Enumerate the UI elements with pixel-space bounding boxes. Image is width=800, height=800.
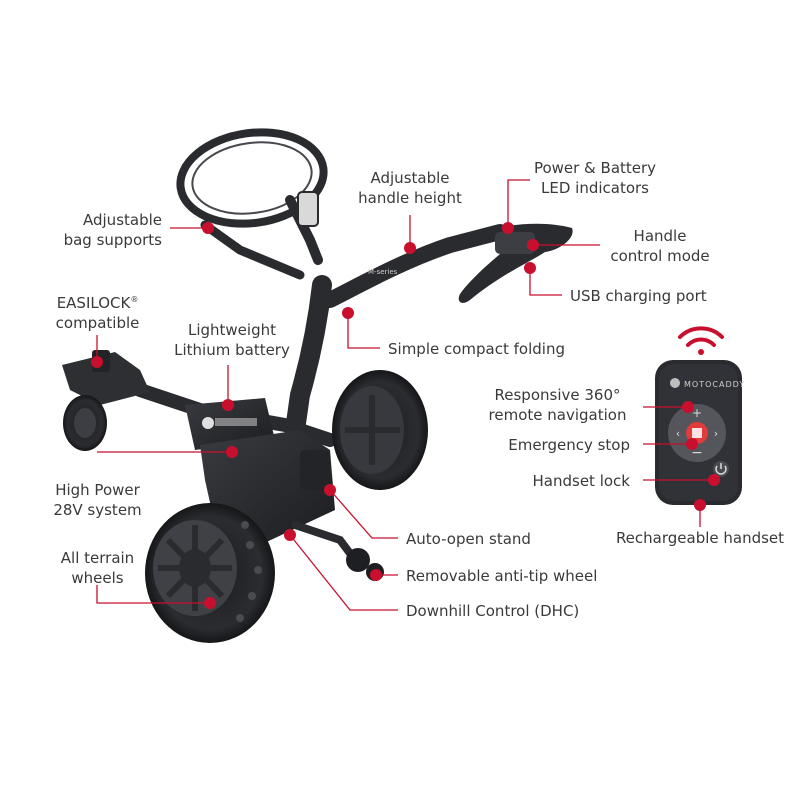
- label-bag-supports: Adjustable bag supports: [63, 211, 162, 249]
- frame: [62, 275, 384, 581]
- golf-trolley: M-series: [62, 128, 573, 643]
- label-rechargeable-handset: Rechargeable handset: [615, 529, 785, 547]
- label-remote-navigation: Responsive 360° remote navigation: [488, 386, 627, 424]
- label-all-terrain: All terrain wheels: [60, 549, 135, 587]
- remote-handset: MOTOCADDY + − ‹ ›: [655, 326, 745, 505]
- model-badge: M-series: [368, 268, 398, 276]
- label-emergency-stop: Emergency stop: [508, 436, 630, 454]
- chevron-left-icon: ‹: [676, 427, 680, 440]
- chevron-right-icon: ›: [714, 427, 718, 440]
- label-usb-port: USB charging port: [570, 287, 707, 305]
- bag-support-ring: [176, 128, 328, 280]
- wireless-signal-icon: [678, 326, 724, 355]
- callout-dots: [91, 222, 720, 609]
- label-handle-height: Adjustable handle height: [358, 169, 462, 207]
- label-power-battery: Power & Battery LED indicators: [533, 159, 657, 197]
- label-lithium-battery: Lightweight Lithium battery: [174, 321, 290, 359]
- power-icon: [713, 461, 729, 477]
- label-handset-lock: Handset lock: [532, 472, 630, 490]
- label-handle-control: Handle control mode: [610, 227, 710, 265]
- label-easilock: EASILOCK® compatible: [55, 294, 140, 332]
- rear-left-wheel: [145, 503, 275, 643]
- label-compact-folding: Simple compact folding: [388, 340, 565, 358]
- brand-logo: MOTOCADDY: [684, 380, 745, 389]
- label-anti-tip-wheel: Removable anti-tip wheel: [406, 567, 598, 585]
- plus-icon: +: [692, 406, 702, 420]
- label-dhc: Downhill Control (DHC): [406, 602, 580, 620]
- minus-icon: −: [691, 445, 703, 461]
- handle-arm: M-series: [322, 223, 573, 308]
- rear-right-wheel: [332, 370, 428, 490]
- label-auto-open-stand: Auto-open stand: [406, 530, 531, 548]
- label-high-power: High Power 28V system: [53, 481, 142, 519]
